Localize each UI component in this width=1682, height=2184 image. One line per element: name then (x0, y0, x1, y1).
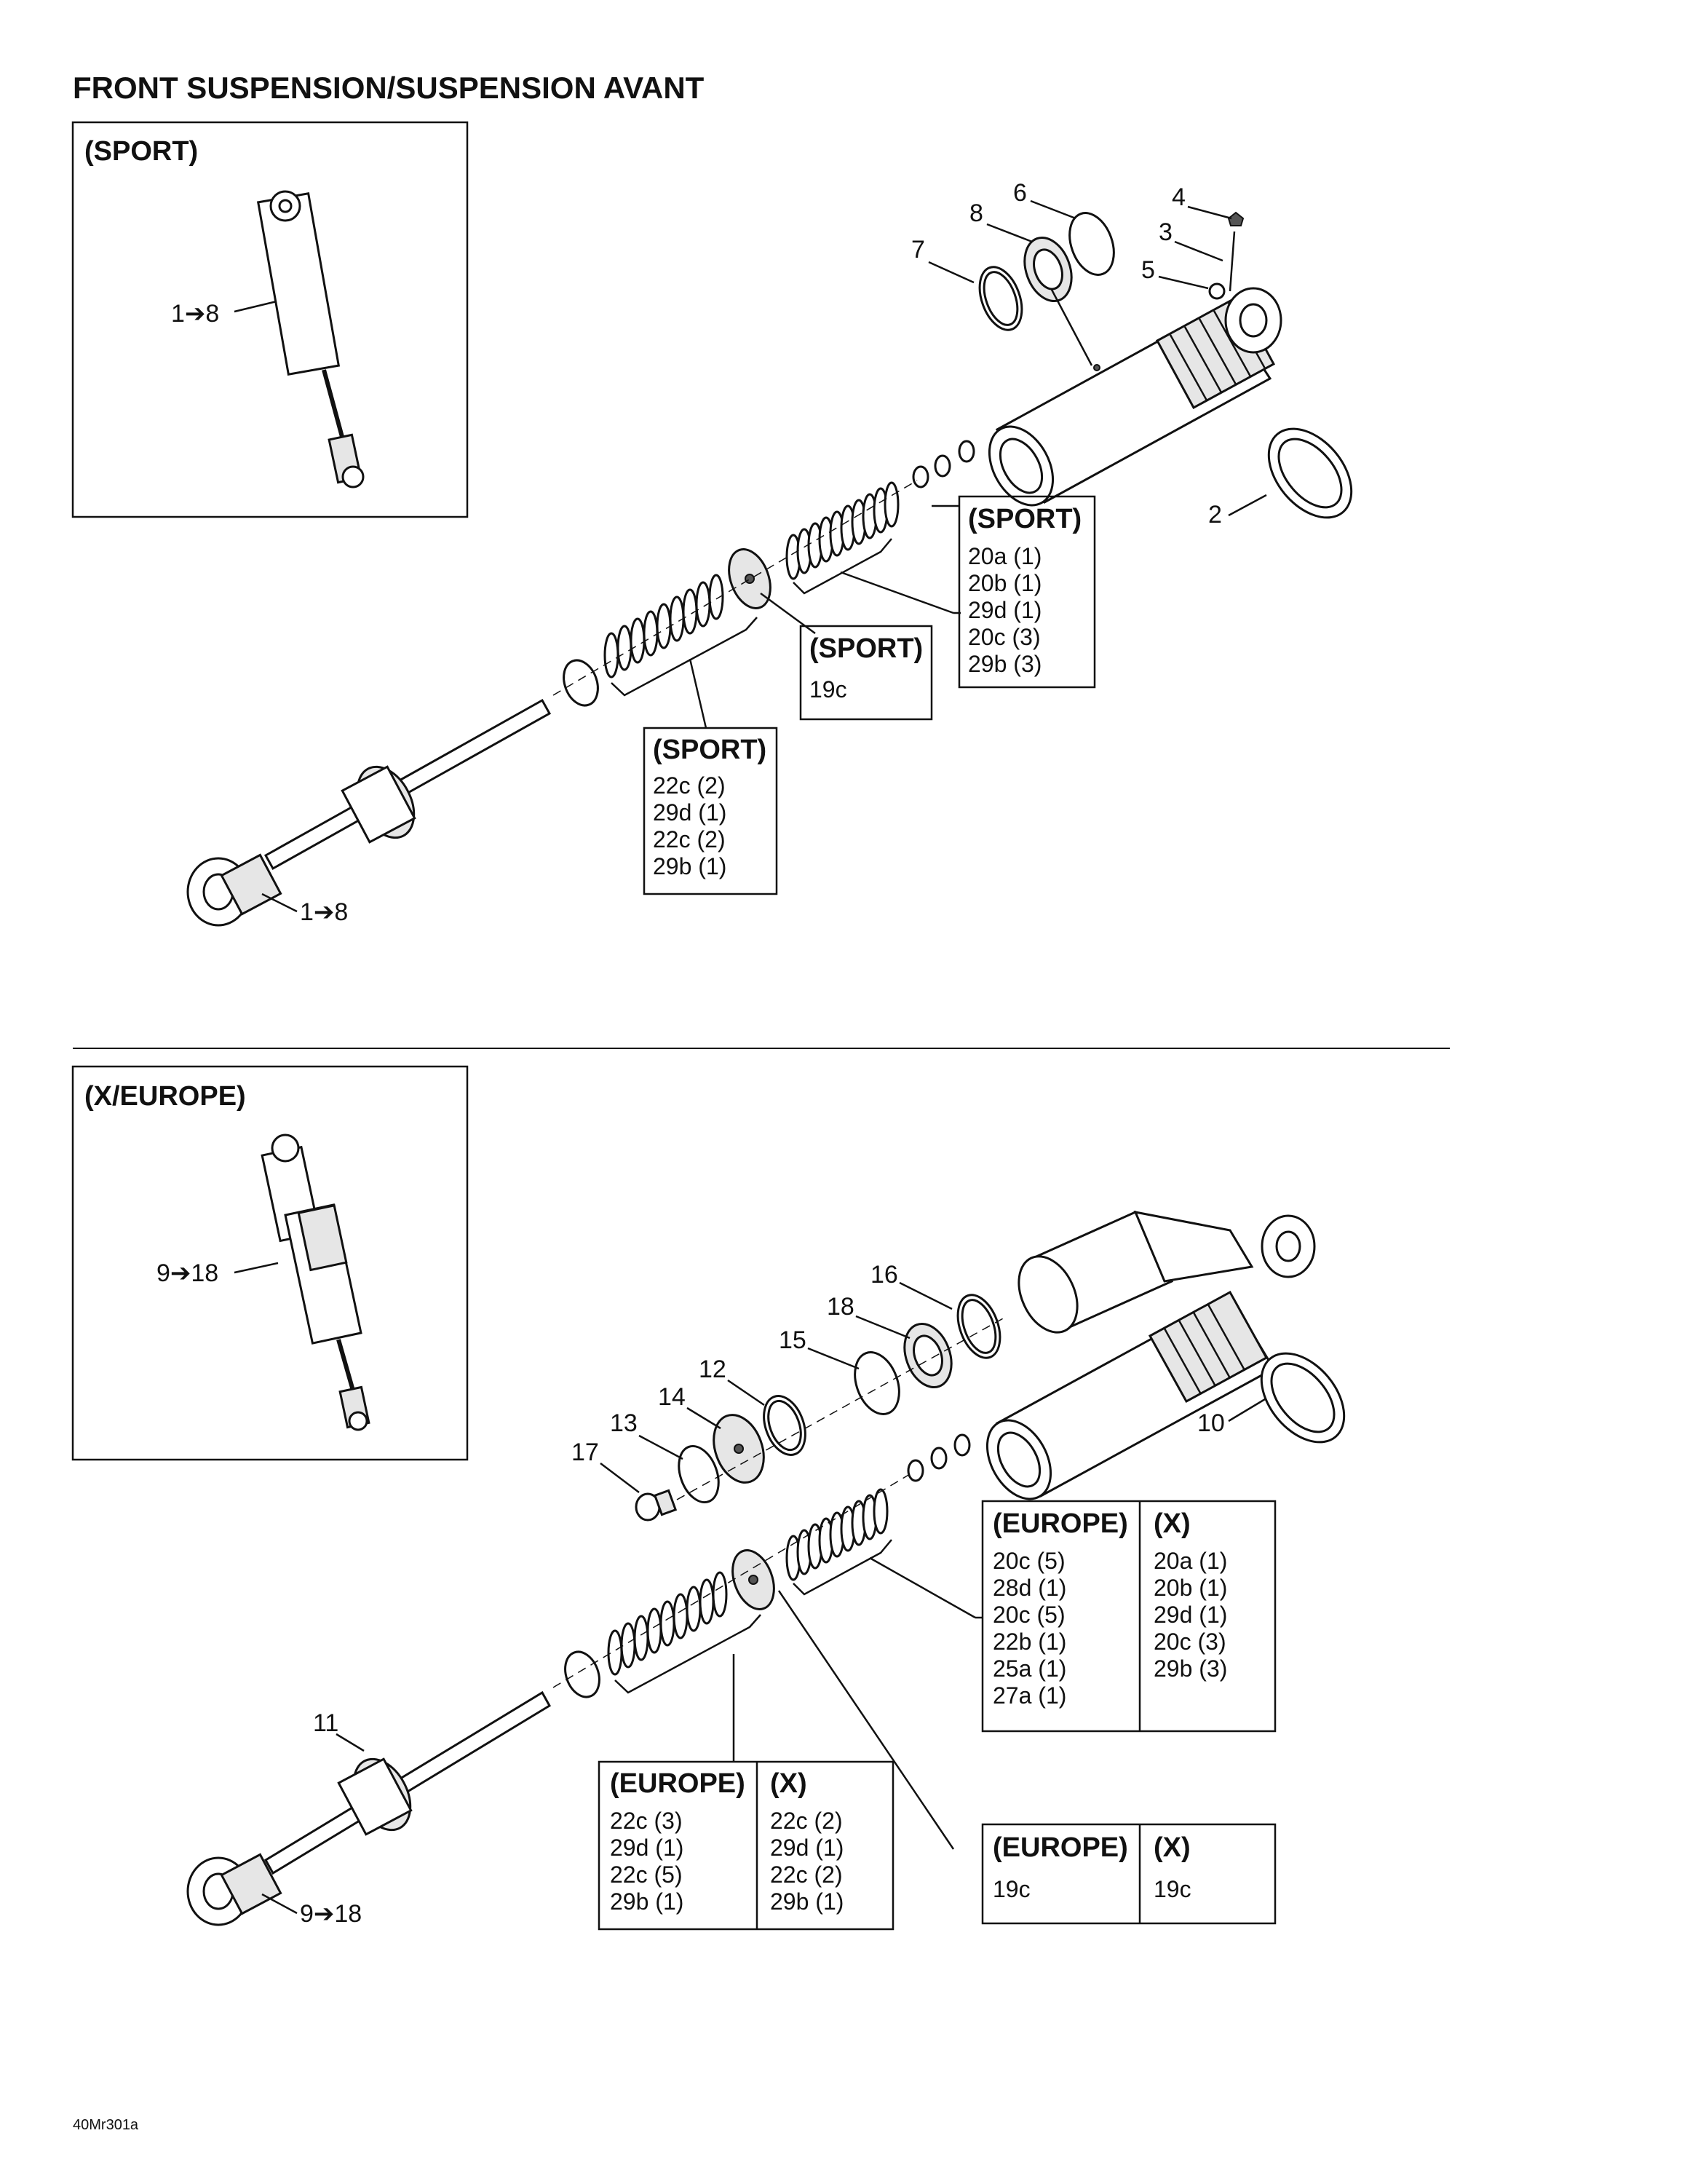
svg-text:19c: 19c (809, 676, 847, 703)
sport-inset-box (71, 121, 469, 518)
xeurope-box-piston: (EUROPE) (X) 19c 19c (981, 1823, 1277, 1925)
svg-text:29b (1): 29b (1) (770, 1888, 844, 1915)
callout-10: 10 (1197, 1409, 1225, 1437)
svg-text:20c (5): 20c (5) (993, 1548, 1066, 1574)
sport-section: (SPORT) 1➔8 (71, 121, 1353, 927)
svg-text:(X): (X) (1154, 1508, 1191, 1539)
sport-box-lower: (SPORT) 22c (2) 29d (1) 22c (2) 29b (1) (643, 727, 778, 895)
sport-inset-title: (SPORT) (84, 136, 198, 167)
callout-13: 13 (610, 1409, 638, 1437)
callout-2: 2 (1208, 501, 1222, 529)
svg-text:20c (3): 20c (3) (1154, 1629, 1226, 1655)
callout-15: 15 (779, 1326, 806, 1354)
svg-text:20a (1): 20a (1) (1154, 1548, 1227, 1574)
svg-text:27a (1): 27a (1) (993, 1682, 1066, 1709)
sport-box-piston: (SPORT) 19c (799, 625, 933, 721)
svg-text:29d (1): 29d (1) (968, 597, 1042, 623)
svg-text:(X): (X) (1154, 1832, 1191, 1863)
svg-text:22c (2): 22c (2) (653, 772, 726, 799)
svg-text:29b (1): 29b (1) (610, 1888, 683, 1915)
svg-text:22c (5): 22c (5) (610, 1861, 683, 1888)
sport-upper-shim-stack (785, 481, 900, 580)
xeurope-inset-label: 9➔18 (156, 1259, 218, 1287)
xeurope-inset-title: (X/EUROPE) (84, 1081, 246, 1112)
callout-3: 3 (1159, 218, 1173, 246)
callout-1-8: 1➔8 (300, 898, 348, 926)
x-europe-section: (X/EUROPE) 9➔18 (71, 1065, 1346, 1931)
svg-text:20b (1): 20b (1) (1154, 1575, 1227, 1601)
svg-text:19c: 19c (1154, 1876, 1191, 1902)
callout-16: 16 (870, 1261, 898, 1289)
svg-text:22b (1): 22b (1) (993, 1629, 1066, 1655)
callout-18: 18 (827, 1293, 854, 1321)
xeurope-callouts: 16 18 15 12 14 13 17 10 11 9➔18 (261, 1261, 1266, 1928)
svg-text:(SPORT): (SPORT) (809, 633, 923, 664)
svg-text:29b (3): 29b (3) (968, 651, 1042, 677)
svg-text:20c (5): 20c (5) (993, 1602, 1066, 1628)
xeurope-box-lower: (EUROPE) (X) 22c (3) 29d (1) 22c (5) 29b… (598, 1760, 894, 1931)
svg-text:28d (1): 28d (1) (993, 1575, 1066, 1601)
sport-lower-shim-stack (603, 574, 724, 678)
sport-inset-shock (256, 190, 365, 488)
page-title: FRONT SUSPENSION/SUSPENSION AVANT (73, 71, 705, 105)
callout-4: 4 (1172, 183, 1186, 211)
svg-text:(SPORT): (SPORT) (653, 735, 766, 765)
svg-text:(X): (X) (770, 1768, 807, 1799)
svg-text:22c (2): 22c (2) (770, 1861, 843, 1888)
svg-text:(EUROPE): (EUROPE) (993, 1508, 1128, 1539)
svg-text:29d (1): 29d (1) (770, 1835, 844, 1861)
xeurope-shock-assembly (186, 1210, 1346, 1926)
svg-text:29b (3): 29b (3) (1154, 1655, 1227, 1682)
svg-text:29b (1): 29b (1) (653, 853, 726, 879)
svg-text:20b (1): 20b (1) (968, 570, 1042, 596)
svg-text:20a (1): 20a (1) (968, 543, 1042, 569)
sport-callouts: 4 3 5 6 8 7 2 1➔8 (261, 179, 1267, 926)
callout-8: 8 (969, 199, 983, 227)
svg-text:29d (1): 29d (1) (610, 1835, 683, 1861)
svg-text:25a (1): 25a (1) (993, 1655, 1066, 1682)
svg-text:22c (3): 22c (3) (610, 1808, 683, 1834)
callout-17: 17 (571, 1439, 599, 1466)
xeurope-lower-shim-stack (607, 1571, 728, 1676)
svg-text:19c: 19c (993, 1876, 1031, 1902)
sport-box-upper: (SPORT) 20a (1) 20b (1) 29d (1) 20c (3) … (958, 495, 1096, 689)
svg-text:(EUROPE): (EUROPE) (610, 1768, 745, 1799)
svg-text:29d (1): 29d (1) (1154, 1602, 1227, 1628)
xeurope-inset-box (71, 1065, 469, 1461)
svg-text:(EUROPE): (EUROPE) (993, 1832, 1128, 1863)
callout-11: 11 (313, 1709, 338, 1737)
svg-text:20c (3): 20c (3) (968, 624, 1041, 650)
svg-text:22c (2): 22c (2) (770, 1808, 843, 1834)
callout-14: 14 (658, 1383, 686, 1411)
svg-text:(SPORT): (SPORT) (968, 504, 1082, 534)
callout-9-18: 9➔18 (300, 1900, 362, 1928)
callout-7: 7 (911, 236, 925, 264)
xeurope-box-upper: (EUROPE) (X) 20c (5) 28d (1) 20c (5) 22b… (981, 1500, 1277, 1733)
callout-5: 5 (1141, 256, 1155, 284)
callout-12: 12 (699, 1356, 726, 1383)
footer-code: 40Mr301a (73, 2117, 139, 2133)
xeurope-upper-shim-stack (785, 1488, 889, 1581)
sport-shock-assembly (186, 211, 1353, 927)
sport-inset-label: 1➔8 (171, 300, 219, 328)
svg-text:22c (2): 22c (2) (653, 826, 726, 852)
svg-text:29d (1): 29d (1) (653, 799, 726, 826)
callout-6: 6 (1013, 179, 1027, 207)
xeurope-inset-shock (261, 1133, 370, 1431)
